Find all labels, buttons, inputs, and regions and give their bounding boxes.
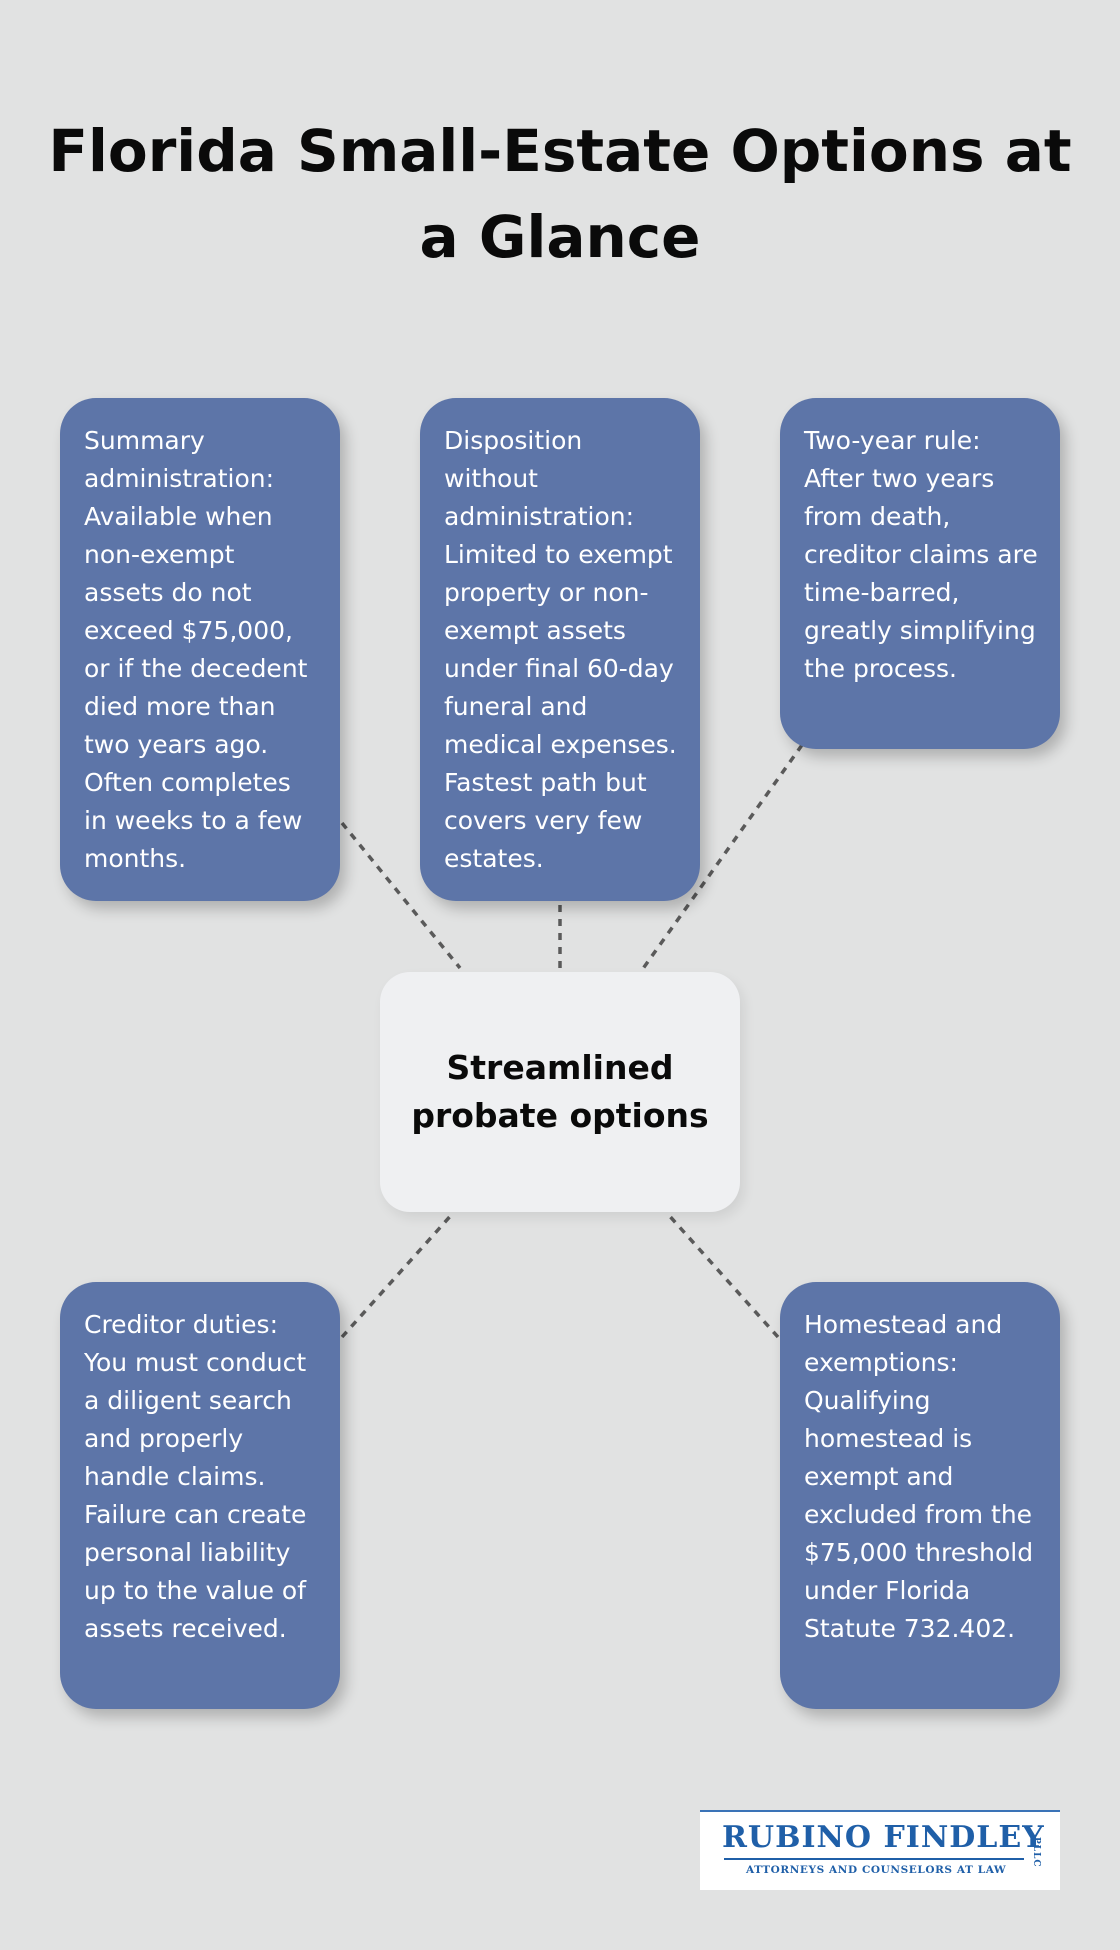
logo-rule — [724, 1858, 1024, 1860]
connector-creditor — [340, 1210, 456, 1339]
firm-logo: RUBINO FINDLEY ATTORNEYS AND COUNSELORS … — [700, 1810, 1060, 1890]
card-two-year-rule: Two-year rule: After two years from deat… — [780, 398, 1060, 749]
logo-tagline: ATTORNEYS AND COUNSELORS AT LAW — [746, 1864, 1007, 1876]
card-summary-administration: Summary administration: Available when n… — [60, 398, 340, 901]
card-creditor-duties: Creditor duties: You must conduct a dili… — [60, 1282, 340, 1709]
card-summary-text: Summary administration: Available when n… — [84, 426, 308, 873]
hub-label: Streamlined probate options — [411, 1048, 709, 1135]
logo-name: RUBINO FINDLEY — [722, 1820, 1045, 1855]
connector-two-year — [640, 743, 804, 972]
card-homestead-exemptions: Homestead and exemptions: Qualifying hom… — [780, 1282, 1060, 1709]
page-title: Florida Small-Estate Options at a Glance — [48, 117, 1072, 271]
card-homestead-text: Homestead and exemptions: Qualifying hom… — [804, 1310, 1034, 1643]
card-two-year-text: Two-year rule: After two years from deat… — [804, 426, 1038, 683]
connector-homestead — [664, 1210, 780, 1339]
hub-node: Streamlined probate options — [380, 972, 740, 1212]
logo-suffix: PLLC — [1031, 1836, 1041, 1868]
card-disposition-without-administration: Disposition without administration: Limi… — [420, 398, 700, 901]
connector-summary — [340, 821, 462, 970]
card-disposition-text: Disposition without administration: Limi… — [444, 426, 677, 873]
card-creditor-text: Creditor duties: You must conduct a dili… — [84, 1310, 307, 1643]
